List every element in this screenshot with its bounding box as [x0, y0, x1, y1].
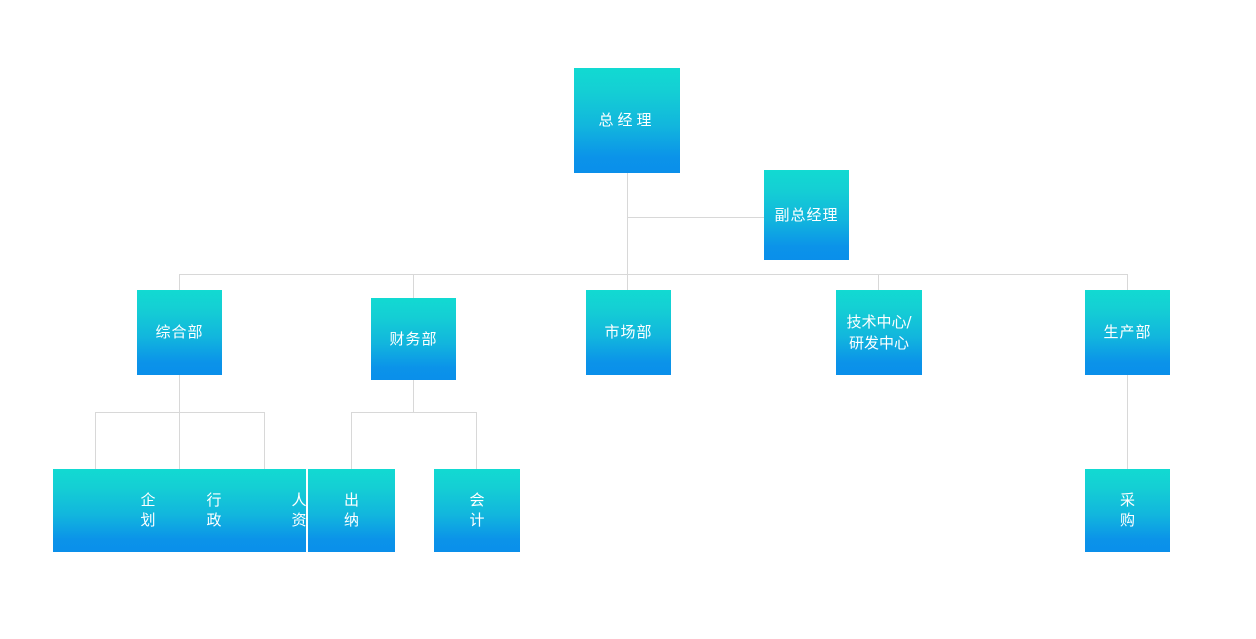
node-accounting-label: 会计 [469, 491, 485, 529]
node-tech-center[interactable]: 技术中心/ 研发中心 [836, 290, 922, 375]
node-general-affairs[interactable]: 综合部 [137, 290, 222, 375]
node-finance[interactable]: 财务部 [371, 298, 456, 380]
connector-bus-to-finance [413, 274, 414, 299]
node-cashier-hit: 出纳 [308, 469, 395, 552]
connector-bus-to-accounting [476, 412, 477, 469]
node-general-manager[interactable]: 总经理 [574, 68, 680, 173]
connector-general-affairs-stem [179, 375, 180, 413]
connector-finance-stem [413, 380, 414, 413]
node-planning-label: 企划 [140, 491, 156, 529]
node-accounting-hit: 会计 [434, 469, 520, 552]
connector-bus-to-production [1127, 274, 1128, 291]
connector-production-to-purchasing [1127, 375, 1128, 469]
node-deputy-general-manager[interactable]: 副总经理 [764, 170, 849, 260]
node-human-resources[interactable]: 人资 [264, 469, 334, 552]
connector-bus-to-human-resources [264, 412, 265, 469]
connector-bus-to-marketing [627, 274, 628, 291]
node-production[interactable]: 生产部 [1085, 290, 1170, 375]
node-administration[interactable]: 行政 [179, 469, 249, 552]
node-purchasing-label: 采购 [1120, 491, 1136, 529]
connector-finance-bus [351, 412, 477, 413]
connector-bus-to-planning [95, 412, 96, 469]
node-group-general-affairs-subunits: 企划 行政 人资 [53, 469, 307, 552]
connector-general-affairs-bus [95, 412, 265, 413]
node-accounting[interactable]: 会计 [434, 469, 520, 552]
node-marketing[interactable]: 市场部 [586, 290, 671, 375]
node-planning[interactable]: 企划 [113, 469, 183, 552]
node-human-resources-label: 人资 [291, 491, 307, 529]
node-cashier-label: 出纳 [344, 491, 360, 529]
node-purchasing[interactable]: 采购 [1085, 469, 1170, 552]
connector-bus-to-cashier [351, 412, 352, 469]
connector-gm-trunk [627, 173, 628, 275]
connector-bus-to-tech-center [878, 274, 879, 291]
connector-gm-to-deputy [627, 217, 765, 218]
node-purchasing-hit: 采购 [1085, 469, 1170, 552]
connector-bus-to-general-affairs [179, 274, 180, 291]
connector-bus-to-administration [179, 412, 180, 469]
connector-main-bus [179, 274, 1128, 275]
node-administration-label: 行政 [206, 491, 222, 529]
node-cashier[interactable]: 出纳 [308, 469, 395, 552]
